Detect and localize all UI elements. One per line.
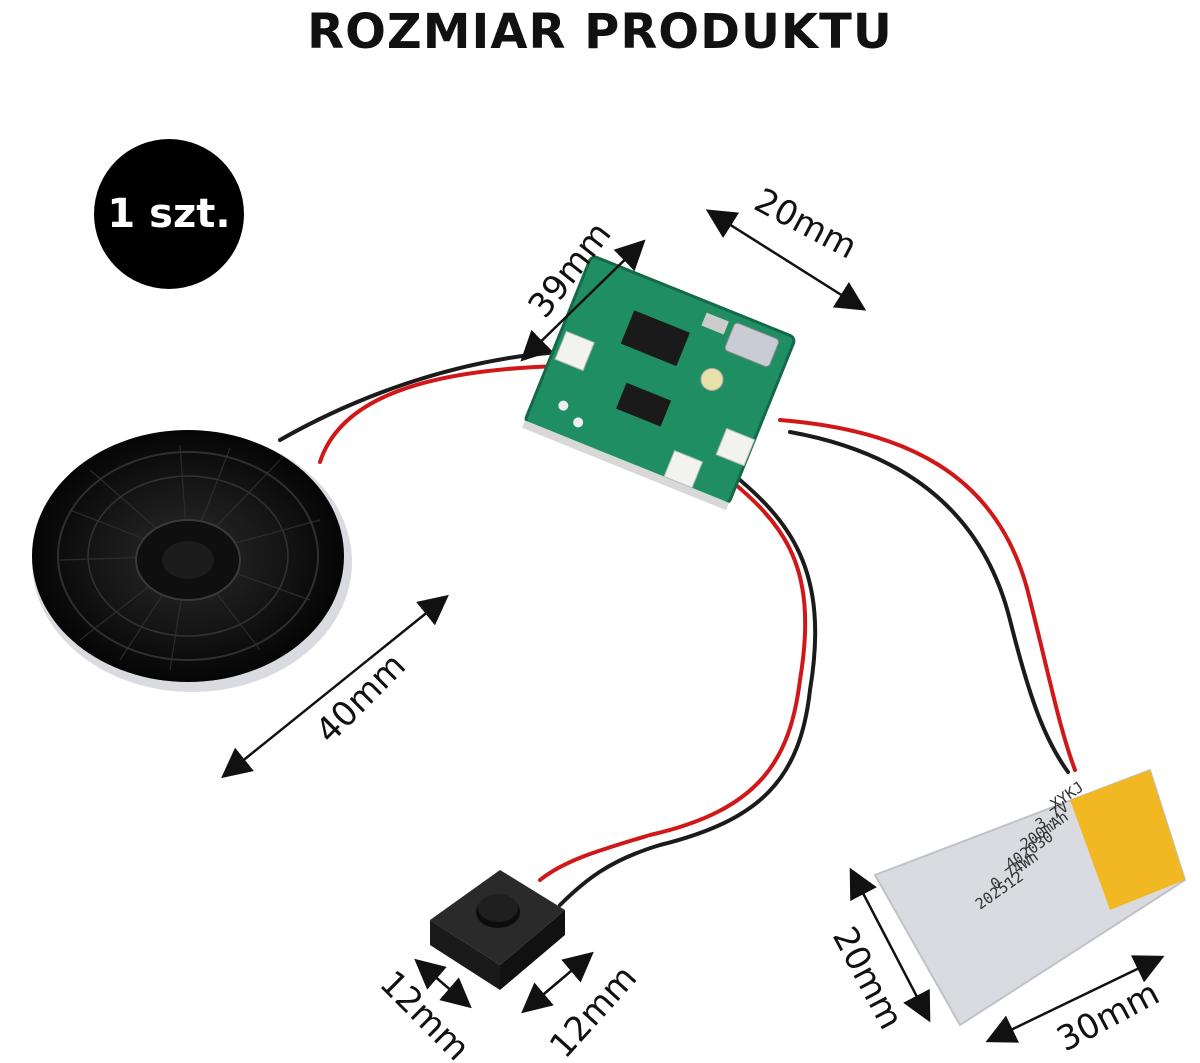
arrow-speaker-diameter: [221, 594, 449, 779]
dim-speaker-diameter: 40mm: [308, 646, 414, 752]
speaker-wires: [278, 350, 562, 464]
dim-button-height: 12mm: [542, 958, 645, 1063]
dim-button-width: 12mm: [372, 963, 478, 1063]
quantity-text: 1 szt.: [107, 191, 231, 237]
dim-battery-width: 20mm: [824, 920, 911, 1035]
arrow-battery-length: [985, 955, 1165, 1043]
arrow-board-length: [520, 239, 646, 362]
battery-wires: [778, 418, 1077, 774]
arrow-board-width: [705, 209, 867, 311]
push-button: [430, 870, 565, 990]
speaker: [32, 430, 352, 692]
arrow-battery-width: [849, 867, 931, 1023]
arrow-button-height: [521, 951, 594, 1014]
dim-battery-length: 30mm: [1050, 973, 1165, 1060]
arrow-button-width: [414, 958, 472, 1009]
battery: XYKJ 3.7V 200mAh 402030 0.74Wh 202512: [873, 768, 1187, 1027]
dimension-arrows: [221, 209, 1165, 1043]
button-wires: [538, 468, 818, 907]
quantity-badge: 1 szt.: [94, 139, 244, 289]
page-title: ROZMIAR PRODUKTU: [307, 4, 893, 60]
dim-board-width: 20mm: [748, 181, 863, 268]
